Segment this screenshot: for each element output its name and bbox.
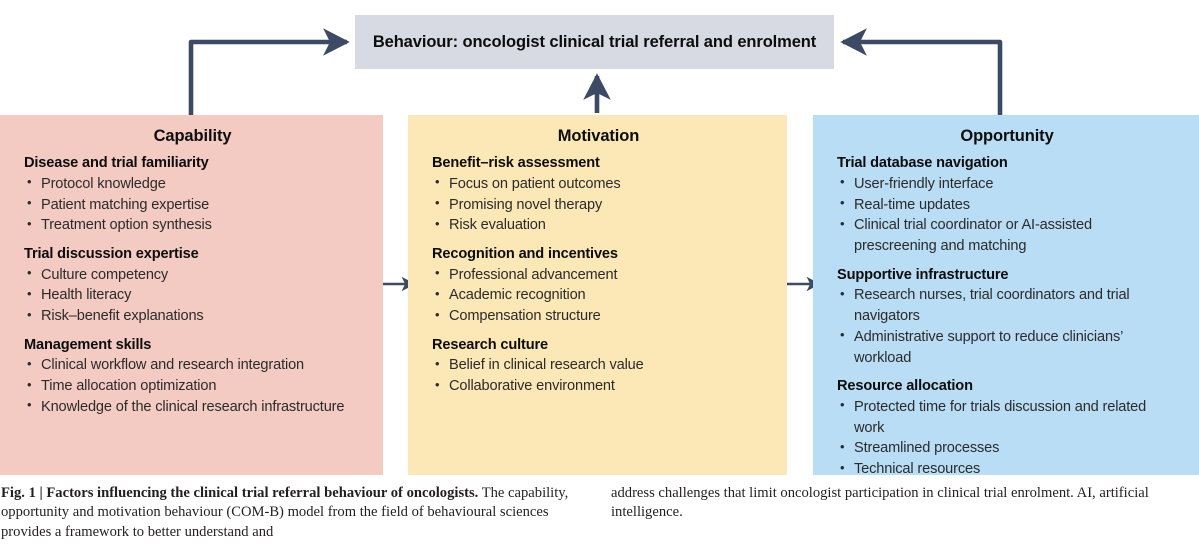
list-item: Clinical workflow and research integrati…	[24, 355, 361, 376]
list-item: Promising novel therapy	[432, 194, 765, 216]
caption-body-left: The capability, opportunity and motivati…	[1, 485, 569, 540]
group-title: Resource allocation	[837, 378, 973, 395]
group-title: Supportive infrastructure	[837, 266, 1009, 283]
bullet-list: Research nurses, trial coordinators and …	[837, 285, 1177, 368]
pillar-title-capability: Capability	[153, 127, 232, 145]
group-title: Trial database navigation	[837, 155, 1008, 172]
group-management-skills: Management skills Clinical workflow and …	[24, 336, 361, 418]
bullet-list: Focus on patient outcomes Promising nove…	[432, 173, 765, 236]
group-title: Management skills	[24, 336, 152, 353]
list-item: Academic recognition	[432, 285, 765, 306]
list-item: Collaborative environment	[432, 376, 765, 397]
list-item: Time allocation optimization	[24, 376, 361, 397]
list-item: Clinical trial coordinator or AI-assiste…	[837, 215, 1177, 256]
list-item: Research nurses, trial coordinators and …	[837, 285, 1177, 326]
group-title: Research culture	[432, 336, 549, 353]
pillar-motivation: Motivation Benefit–risk assessment Focus…	[408, 115, 787, 475]
list-item: Compensation structure	[432, 306, 765, 327]
list-item: Administrative support to reduce clinici…	[837, 326, 1177, 368]
list-item: Belief in clinical research value	[432, 355, 765, 376]
caption-column-right: address challenges that limit oncologist…	[611, 484, 1191, 523]
group-disease-and-trial-familiarity: Disease and trial familiarity Protocol k…	[24, 154, 361, 236]
list-item: Protected time for trials discussion and…	[837, 396, 1177, 438]
list-item: Focus on patient outcomes	[432, 173, 765, 195]
list-item: Treatment option synthesis	[24, 215, 361, 236]
group-benefit-risk-assessment: Benefit–risk assessment Focus on patient…	[432, 154, 765, 236]
list-item: Health literacy	[24, 285, 361, 306]
bullet-list: Culture competency Health literacy Risk–…	[24, 264, 361, 327]
group-trial-database-navigation: Trial database navigation User-friendly …	[837, 154, 1177, 257]
list-item: Risk–benefit explanations	[24, 306, 361, 327]
list-item: Risk evaluation	[432, 215, 765, 236]
list-item: Streamlined processes	[837, 438, 1177, 459]
caption-body-right: address challenges that limit oncologist…	[611, 485, 1149, 521]
group-recognition-and-incentives: Recognition and incentives Professional …	[432, 245, 765, 327]
caption-lead-sentence: Factors influencing the clinical trial r…	[46, 485, 479, 501]
behaviour-banner: Behaviour: oncologist clinical trial ref…	[355, 15, 834, 69]
group-title: Benefit–risk assessment	[432, 155, 600, 172]
bullet-list: Protocol knowledge Patient matching expe…	[24, 173, 361, 236]
bullet-list: Protected time for trials discussion and…	[837, 396, 1177, 480]
list-item: Professional advancement	[432, 264, 765, 286]
arrow-capability-to-behaviour	[188, 28, 350, 115]
bullet-list: User-friendly interface Real-time update…	[837, 173, 1177, 257]
list-item: User-friendly interface	[837, 173, 1177, 195]
arrow-opportunity-to-behaviour	[840, 28, 1003, 115]
group-supportive-infrastructure: Supportive infrastructure Research nurse…	[837, 266, 1177, 369]
bullet-list: Belief in clinical research value Collab…	[432, 355, 765, 396]
group-title: Disease and trial familiarity	[24, 155, 209, 172]
group-title: Trial discussion expertise	[24, 245, 199, 262]
list-item: Culture competency	[24, 264, 361, 286]
pillar-title-motivation: Motivation	[557, 127, 640, 145]
bullet-list: Professional advancement Academic recogn…	[432, 264, 765, 327]
list-item: Technical resources	[837, 459, 1177, 480]
caption-column-left: Fig. 1 | Factors influencing the clinica…	[1, 484, 585, 542]
group-trial-discussion-expertise: Trial discussion expertise Culture compe…	[24, 245, 361, 327]
bullet-list: Clinical workflow and research integrati…	[24, 355, 361, 417]
list-item: Real-time updates	[837, 194, 1177, 216]
behaviour-banner-text: Behaviour: oncologist clinical trial ref…	[372, 32, 817, 51]
list-item: Protocol knowledge	[24, 173, 361, 195]
group-research-culture: Research culture Belief in clinical rese…	[432, 336, 765, 397]
group-resource-allocation: Resource allocation Protected time for t…	[837, 377, 1177, 480]
figure-caption: Fig. 1 | Factors influencing the clinica…	[0, 484, 1199, 551]
list-item: Knowledge of the clinical research infra…	[24, 396, 361, 418]
pillar-title-opportunity: Opportunity	[960, 127, 1054, 145]
list-item: Patient matching expertise	[24, 194, 361, 216]
caption-figure-label: Fig. 1 |	[1, 485, 47, 501]
pillar-capability: Capability Disease and trial familiarity…	[0, 115, 383, 475]
group-title: Recognition and incentives	[432, 245, 618, 262]
pillar-opportunity: Opportunity Trial database navigation Us…	[813, 115, 1199, 477]
